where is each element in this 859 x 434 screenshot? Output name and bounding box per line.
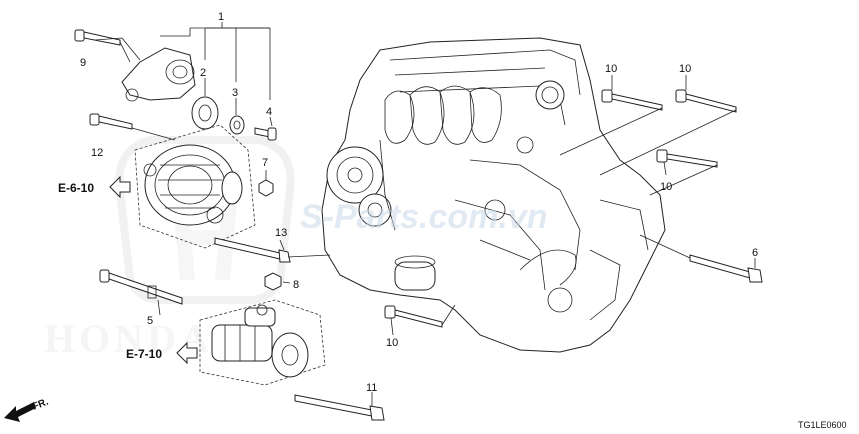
bolt-10-d	[384, 305, 443, 328]
ref-arrow-icon	[176, 341, 198, 365]
callout-6: 6	[752, 247, 758, 259]
ref-e-6-10[interactable]: E-6-10	[58, 175, 131, 199]
callout-8: 8	[293, 279, 299, 291]
callout-10-c: 10	[660, 181, 672, 193]
bolt-5	[99, 269, 183, 305]
leader-lines	[94, 22, 756, 406]
callout-12: 12	[91, 147, 103, 159]
callout-10-b: 10	[679, 63, 691, 75]
front-arrow-icon	[4, 402, 36, 422]
figure-code: TG1LE0600	[798, 420, 847, 430]
ref-arrow-icon	[109, 175, 131, 199]
front-label: FR.	[31, 396, 50, 412]
ref-e-7-10-label[interactable]: E-7-10	[126, 347, 162, 361]
watermark-text: S-Parts.com.vn	[300, 198, 548, 236]
bolt-13	[214, 237, 291, 263]
alternator	[134, 124, 256, 249]
callout-13: 13	[275, 227, 287, 239]
callout-4: 4	[266, 106, 272, 118]
callout-11: 11	[366, 382, 377, 394]
bolt-10-b	[675, 89, 737, 113]
callout-9: 9	[80, 57, 86, 69]
callout-10-d: 10	[386, 337, 398, 349]
bolt-10-a	[601, 89, 663, 111]
ref-e-7-10[interactable]: E-7-10	[126, 341, 198, 365]
bolt-9	[74, 29, 121, 46]
starter-motor	[199, 299, 326, 386]
callout-5: 5	[147, 315, 153, 327]
callout-3: 3	[232, 87, 238, 99]
callout-10-a: 10	[605, 63, 617, 75]
nut-8	[264, 272, 282, 291]
tensioner-bracket	[121, 47, 277, 141]
ref-e-6-10-label[interactable]: E-6-10	[58, 181, 94, 195]
nut-7	[258, 179, 274, 197]
bolt-6	[689, 254, 763, 283]
callout-1: 1	[218, 11, 224, 23]
bolt-12	[89, 113, 133, 130]
bolt-11	[294, 394, 385, 421]
bolt-10-c	[656, 149, 718, 168]
callout-7: 7	[262, 157, 268, 169]
front-indicator: FR.	[4, 396, 50, 422]
engine-block	[321, 37, 666, 353]
callout-2: 2	[200, 67, 206, 79]
